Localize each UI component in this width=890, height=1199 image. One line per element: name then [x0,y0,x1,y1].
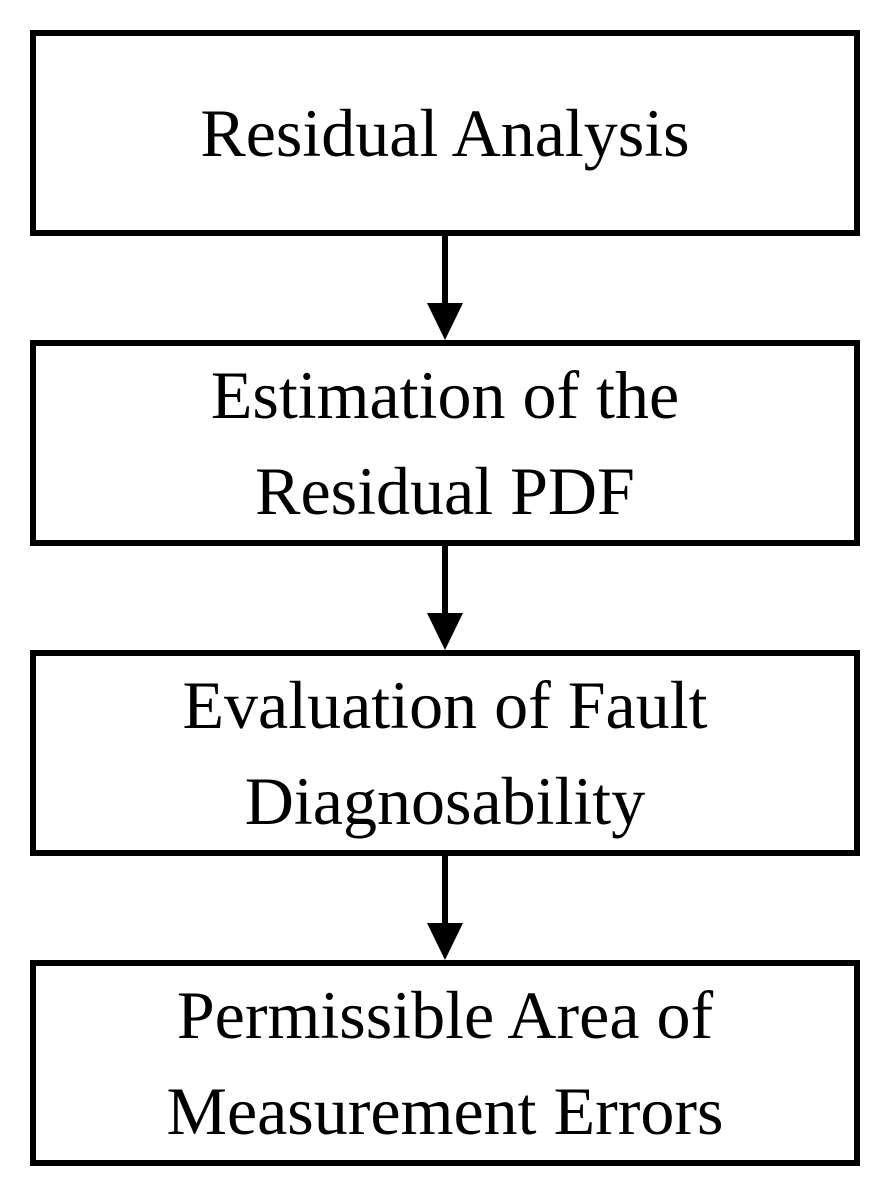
step-label-line: Permissible Area of [176,977,714,1053]
step-evaluation-fault-diagnosability: Evaluation of Fault Diagnosability [30,650,860,856]
step-label-line: Measurement Errors [166,1073,724,1149]
arrow-2-to-3 [427,546,463,650]
step-label-line: Diagnosability [244,763,646,839]
step-permissible-area-measurement-errors: Permissible Area of Measurement Errors [30,960,860,1166]
step-estimation-residual-pdf: Estimation of the Residual PDF [30,340,860,546]
arrow-1-to-2 [427,236,463,340]
step-label-line: Evaluation of Fault [182,667,708,743]
step-label-line: Residual Analysis [200,95,690,171]
step-residual-analysis: Residual Analysis [30,30,860,236]
step-label-line: Estimation of the [210,357,680,433]
step-label-line: Residual PDF [255,453,635,529]
arrow-3-to-4 [427,856,463,960]
